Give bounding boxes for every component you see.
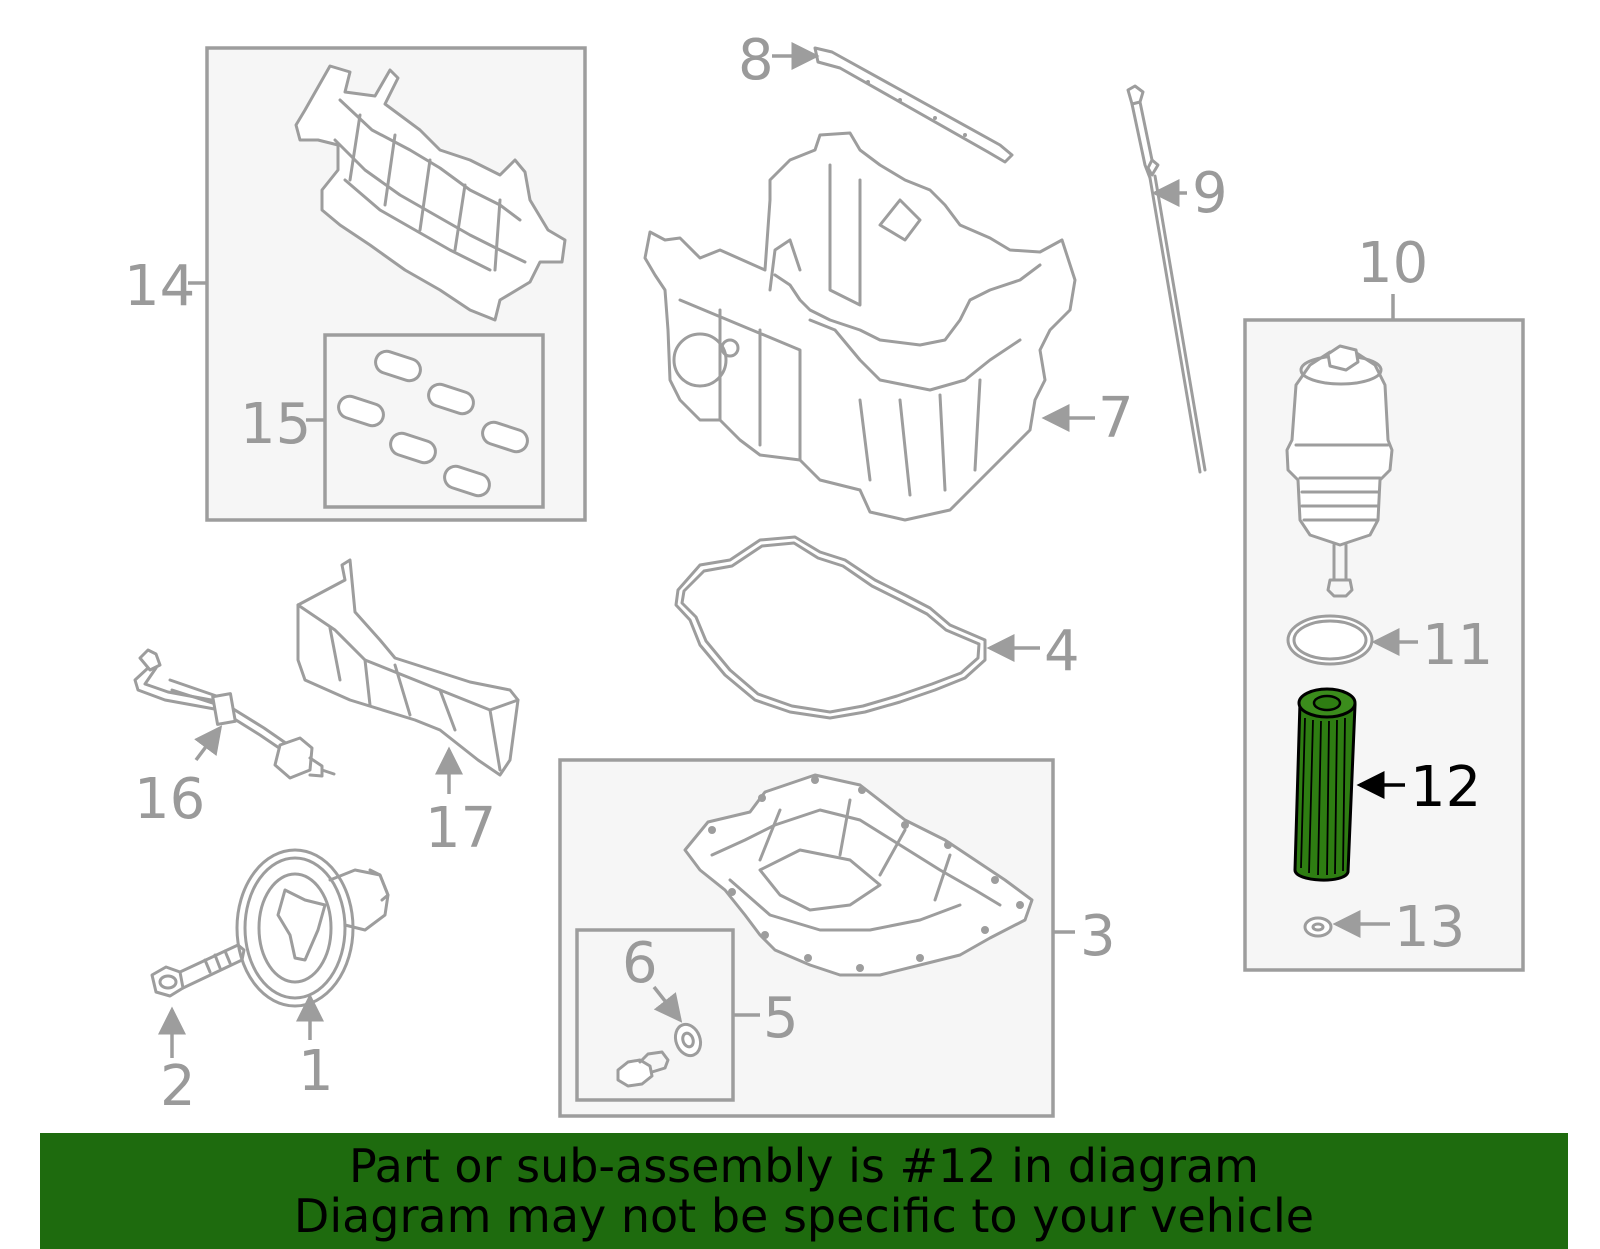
filter-housing-o-ring[interactable] — [1286, 614, 1374, 666]
callout-17: 17 — [425, 796, 496, 861]
banner-line-1: Part or sub-assembly is #12 in diagram — [349, 1139, 1259, 1193]
callout-8: 8 — [738, 28, 774, 93]
intake-manifold-group-box — [205, 46, 587, 522]
callout-5: 5 — [763, 986, 799, 1051]
info-banner: Part or sub-assembly is #12 in diagram D… — [40, 1133, 1568, 1249]
callout-3: 3 — [1080, 904, 1116, 969]
callout-14: 14 — [124, 254, 195, 319]
dipstick[interactable] — [1126, 84, 1207, 474]
intake-manifold[interactable] — [294, 64, 567, 322]
heat-shield[interactable] — [296, 558, 520, 777]
callout-9: 9 — [1192, 161, 1228, 226]
callout-6: 6 — [622, 931, 658, 996]
callout-7: 7 — [1098, 386, 1134, 451]
oil-pan-gasket[interactable] — [674, 535, 987, 720]
upper-oil-pan[interactable] — [643, 131, 1077, 522]
oil-filter-housing[interactable] — [1285, 344, 1394, 598]
lower-oil-pan-group-box — [558, 758, 1055, 1118]
pulley-bolt[interactable] — [150, 943, 246, 998]
callout-12: 12 — [1410, 755, 1481, 820]
oil-filter-group-box — [1243, 318, 1525, 972]
callout-4: 4 — [1044, 619, 1080, 684]
drain-plug[interactable] — [616, 1050, 670, 1088]
callout-11: 11 — [1422, 613, 1493, 678]
callout-10: 10 — [1357, 231, 1428, 296]
drain-washer-13[interactable] — [1303, 916, 1333, 938]
callout-1: 1 — [298, 1039, 334, 1104]
callout-2: 2 — [160, 1054, 196, 1119]
baffle-bracket[interactable] — [813, 46, 1014, 164]
callout-15: 15 — [240, 392, 311, 457]
intake-gaskets[interactable] — [336, 348, 531, 498]
drain-plug-washer[interactable] — [671, 1021, 704, 1059]
oil-filter-element[interactable] — [1293, 687, 1357, 882]
callout-16: 16 — [134, 767, 205, 832]
callout-labels: 8 9 10 14 15 7 4 11 12 16 17 13 3 6 5 1 … — [124, 28, 1493, 1119]
banner-line-2: Diagram may not be specific to your vehi… — [293, 1189, 1315, 1243]
crankshaft-pulley[interactable] — [235, 848, 390, 1008]
callout-13: 13 — [1394, 895, 1465, 960]
leader-lines — [158, 42, 1418, 1058]
oil-sensor-harness[interactable] — [133, 648, 336, 780]
